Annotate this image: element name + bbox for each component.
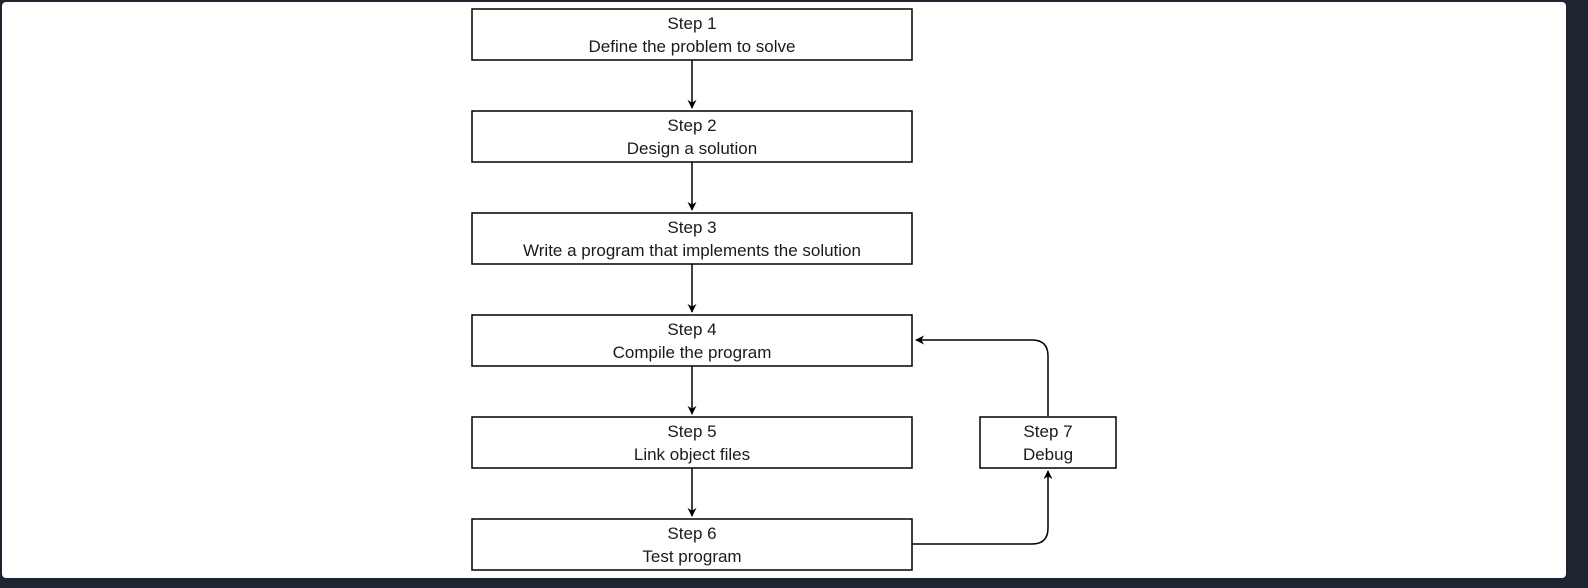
step-7-text: Debug <box>1023 445 1073 464</box>
step-box: Step 2 Design a solution <box>471 110 913 163</box>
step-box: Step 6 Test program <box>471 518 913 571</box>
step-box-7-rect <box>979 416 1117 469</box>
connectors <box>687 60 1053 545</box>
arrow-step-7-to-step-4 <box>915 335 1049 416</box>
step-box: Step 3 Write a program that implements t… <box>471 212 913 265</box>
step-box-5-rect <box>471 416 913 469</box>
step-6-title: Step 6 <box>667 524 716 543</box>
step-box: Step 1 Define the problem to solve <box>471 8 913 61</box>
step-5-title: Step 5 <box>667 422 716 441</box>
step-box: Step 4 Compile the program <box>471 314 913 367</box>
step-box-2-rect <box>471 110 913 163</box>
step-6-text: Test program <box>642 547 741 566</box>
arrow-step-6-to-step-7 <box>912 470 1053 545</box>
step-2-title: Step 2 <box>667 116 716 135</box>
step-4-title: Step 4 <box>667 320 716 339</box>
step-box-1-rect <box>471 8 913 61</box>
step-3-title: Step 3 <box>667 218 716 237</box>
step-2-text: Design a solution <box>627 139 757 158</box>
step-box-6-rect <box>471 518 913 571</box>
step-box: Step 7 Debug <box>979 416 1117 469</box>
step-1-text: Define the problem to solve <box>589 37 796 56</box>
step-7-title: Step 7 <box>1023 422 1072 441</box>
step-4-text: Compile the program <box>613 343 772 362</box>
step-box-3-rect <box>471 212 913 265</box>
step-box-4-rect <box>471 314 913 367</box>
step-1-title: Step 1 <box>667 14 716 33</box>
step-5-text: Link object files <box>634 445 750 464</box>
step-box: Step 5 Link object files <box>471 416 913 469</box>
step-3-text: Write a program that implements the solu… <box>523 241 861 260</box>
diagram-canvas: Step 1 Define the problem to solve Step … <box>2 2 1566 578</box>
flowchart: Step 1 Define the problem to solve Step … <box>471 8 1117 571</box>
